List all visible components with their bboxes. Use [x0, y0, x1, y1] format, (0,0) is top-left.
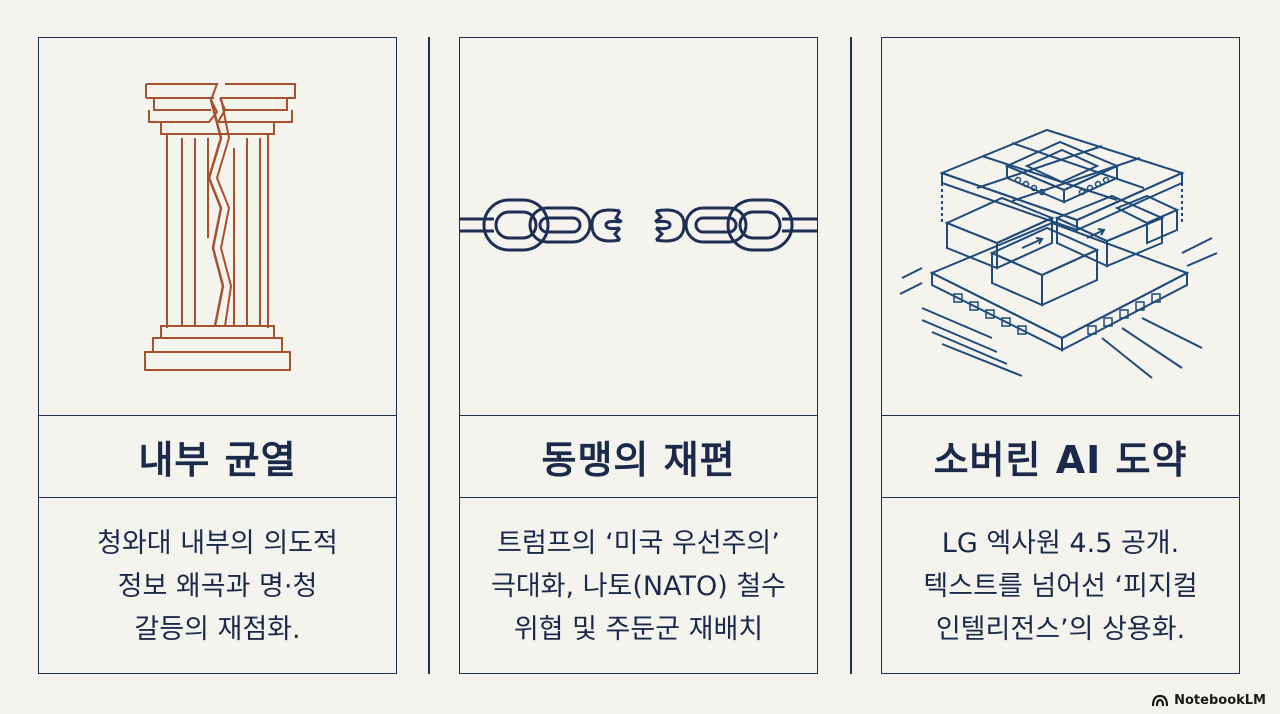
card-illustration: [460, 38, 817, 415]
desc-line: 텍스트를 넘어선 ‘피지컬: [923, 571, 1198, 602]
notebooklm-logo-icon: [1152, 694, 1169, 707]
card-title: 내부 균열: [138, 438, 297, 482]
ai-chip-icon: [899, 128, 1218, 379]
title-band: 동맹의 재편: [460, 415, 817, 498]
card-title: 동맹의 재편: [541, 438, 736, 482]
desc-line: 청와대 내부의 의도적: [97, 528, 338, 559]
desc-line: 트럼프의 ‘미국 우선주의’: [497, 528, 780, 559]
desc-line: 극대화, 나토(NATO) 철수: [490, 571, 786, 602]
column-divider: [850, 37, 852, 674]
desc-line: 인텔리전스’의 상용화.: [935, 614, 1186, 645]
card-alliance-realignment: 동맹의 재편 트럼프의 ‘미국 우선주의’ 극대화, 나토(NATO) 철수 위…: [459, 37, 818, 674]
broken-pillar-icon: [144, 83, 296, 371]
card-description: 청와대 내부의 의도적 정보 왜곡과 명·청 갈등의 재점화.: [59, 522, 376, 651]
desc-line: 갈등의 재점화.: [134, 614, 301, 645]
title-band: 내부 균열: [39, 415, 396, 498]
card-description: 트럼프의 ‘미국 우선주의’ 극대화, 나토(NATO) 철수 위협 및 주둔군…: [480, 522, 797, 651]
brand-label: NotebookLM: [1174, 693, 1266, 708]
broken-chain-icon: [460, 198, 817, 252]
title-band: 소버린 AI 도약: [882, 415, 1239, 498]
card-illustration: [39, 38, 396, 415]
desc-line: LG 엑사원 4.5 공개.: [941, 528, 1180, 559]
notebooklm-brand: NotebookLM: [1151, 693, 1266, 708]
card-title: 소버린 AI 도약: [933, 438, 1188, 482]
card-description: LG 엑사원 4.5 공개. 텍스트를 넘어선 ‘피지컬 인텔리전스’의 상용화…: [902, 522, 1219, 651]
card-illustration: [882, 38, 1239, 415]
card-sovereign-ai: 소버린 AI 도약 LG 엑사원 4.5 공개. 텍스트를 넘어선 ‘피지컬 인…: [881, 37, 1240, 674]
column-divider: [428, 37, 430, 674]
desc-line: 정보 왜곡과 명·청: [117, 571, 318, 602]
card-internal-rift: 내부 균열 청와대 내부의 의도적 정보 왜곡과 명·청 갈등의 재점화.: [38, 37, 397, 674]
desc-line: 위협 및 주둔군 재배치: [513, 614, 764, 645]
